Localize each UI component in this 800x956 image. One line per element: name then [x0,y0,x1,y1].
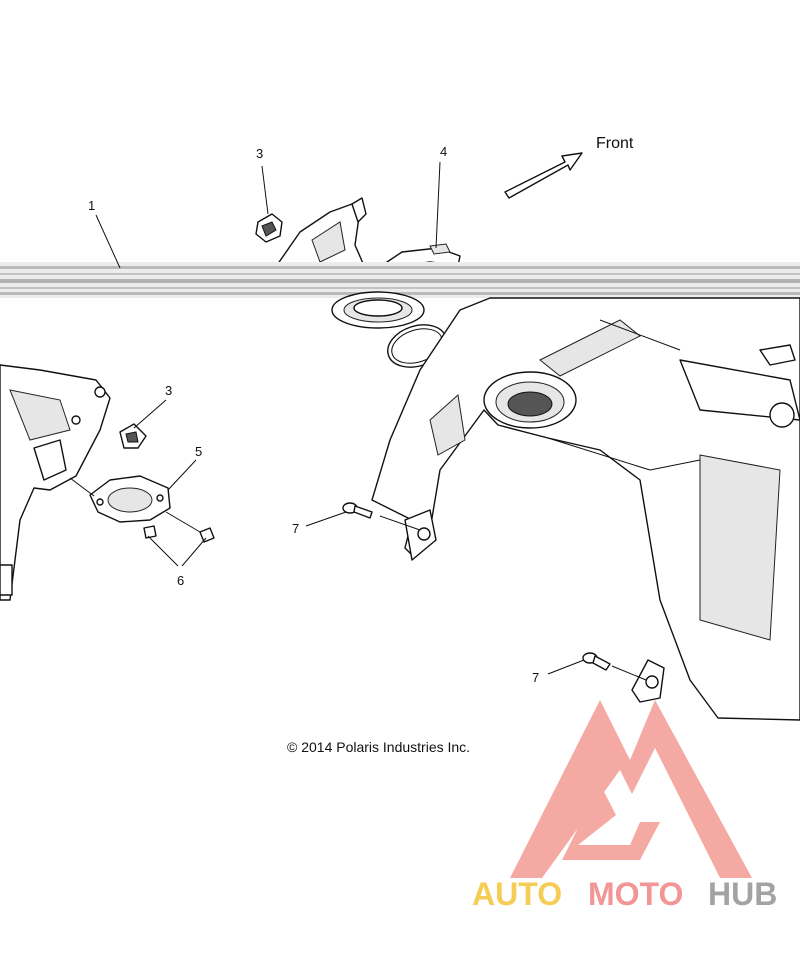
grommet-seal [331,291,425,329]
screws-part-6 [143,525,215,543]
watermark-logo: AUTO MOTO HUB [472,700,777,912]
callout-4: 4 [440,144,447,159]
push-rivet-part-7-upper [342,502,373,519]
main-side-panel [371,297,800,721]
watermark-text-moto: MOTO [588,876,683,912]
callout-1: 1 [88,198,95,213]
upper-bracket [274,197,367,269]
callout-7-upper: 7 [292,521,299,536]
watermark-text-hub: HUB [708,876,777,912]
copyright-text: © 2014 Polaris Industries Inc. [287,739,470,755]
leader-lines [69,161,647,681]
watermark-mark-icon [510,700,752,878]
watermark-text-auto: AUTO [472,876,562,912]
front-label: Front [596,135,634,152]
callout-5: 5 [195,444,202,459]
callout-6: 6 [177,573,184,588]
clip-part-3-top [255,213,283,243]
clip-part-3-middle [119,423,147,449]
left-bracket-assembly [0,364,111,601]
callout-3-top: 3 [256,146,263,161]
cover-plate-part-5 [89,475,171,523]
front-direction-arrow [504,152,583,199]
push-rivet-part-7-lower [582,652,611,671]
callout-3-middle: 3 [165,383,172,398]
callout-7-lower: 7 [532,670,539,685]
